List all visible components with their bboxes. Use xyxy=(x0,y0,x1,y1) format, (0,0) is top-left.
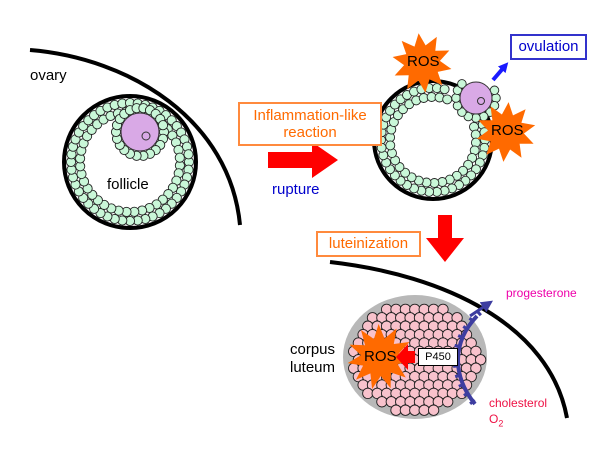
luteal-cell xyxy=(474,354,487,366)
cumulus-cell xyxy=(471,113,481,123)
granulosa-cell xyxy=(183,149,194,160)
luteinization-arrow xyxy=(426,215,464,262)
ruptured-follicle-diagram xyxy=(372,79,501,201)
luteal-cell xyxy=(418,404,430,416)
corpus-luteum-label-line1: corpus xyxy=(290,341,336,358)
luteal-cell xyxy=(437,303,449,316)
luteal-cell xyxy=(390,404,402,416)
oxygen-label: O2 xyxy=(489,412,504,429)
progesterone-arrow xyxy=(469,300,493,318)
luteal-cell xyxy=(451,312,463,324)
oxygen-subscript: 2 xyxy=(498,418,504,429)
rupture-label: rupture xyxy=(272,181,320,198)
luteal-cell xyxy=(427,404,440,416)
released-oocyte xyxy=(459,81,493,115)
p450-to-ros-arrow xyxy=(396,344,415,370)
granulosa-cell xyxy=(174,152,185,163)
luteal-cell xyxy=(470,362,482,374)
granulosa-cell xyxy=(442,94,453,105)
cumulus-cell xyxy=(457,79,467,89)
cumulus-cell xyxy=(457,107,467,117)
inflammation-box: Inflammation-like reaction xyxy=(238,102,382,146)
ros-label-right: ROS xyxy=(491,122,524,139)
luteal-cell xyxy=(376,396,388,408)
rupture-arrow xyxy=(268,142,338,178)
cholesterol-label: cholesterol xyxy=(489,396,548,410)
cumulus-cell xyxy=(157,120,169,131)
ros-burst-right xyxy=(476,102,536,162)
luteinization-box: luteinization xyxy=(316,231,421,257)
ovulation-arrow xyxy=(491,62,509,82)
released-oocyte-nucleus xyxy=(477,97,485,105)
luteal-cell xyxy=(442,396,454,408)
inflammation-label-line2: reaction xyxy=(283,124,337,142)
ovary-label: ovary xyxy=(30,67,67,84)
inflammation-label-line1: Inflammation-like xyxy=(253,107,367,124)
luteal-cell xyxy=(465,370,477,383)
luteal-cell xyxy=(362,387,374,400)
luteal-cell xyxy=(470,345,482,358)
luteal-cell xyxy=(409,404,421,416)
cumulus-cell xyxy=(451,93,461,103)
oocyte-nucleus xyxy=(141,131,151,141)
oocyte xyxy=(120,112,160,152)
ros-label-corpus: ROS xyxy=(364,348,397,365)
progesterone-label: progesterone xyxy=(506,286,577,300)
cell-membrane-arc-solid xyxy=(456,314,479,406)
follicle-label: follicle xyxy=(107,176,149,193)
follicle-diagram xyxy=(62,94,198,230)
ros-burst-corpus xyxy=(347,324,413,389)
cumulus-cell xyxy=(491,93,501,103)
ros-label-top: ROS xyxy=(407,53,440,70)
p450-box: P450 xyxy=(418,348,458,366)
corpus-luteum-label-line2: luteum xyxy=(290,359,336,376)
granulosa-cell xyxy=(439,84,450,95)
ros-burst-top xyxy=(392,33,452,93)
luteal-cell xyxy=(465,337,477,349)
granulosa-cell xyxy=(385,140,396,151)
luteal-cell xyxy=(399,404,412,416)
oxygen-symbol: O xyxy=(489,412,499,426)
ovary-surface-left xyxy=(29,48,242,226)
ovulation-box: ovulation xyxy=(510,34,587,60)
